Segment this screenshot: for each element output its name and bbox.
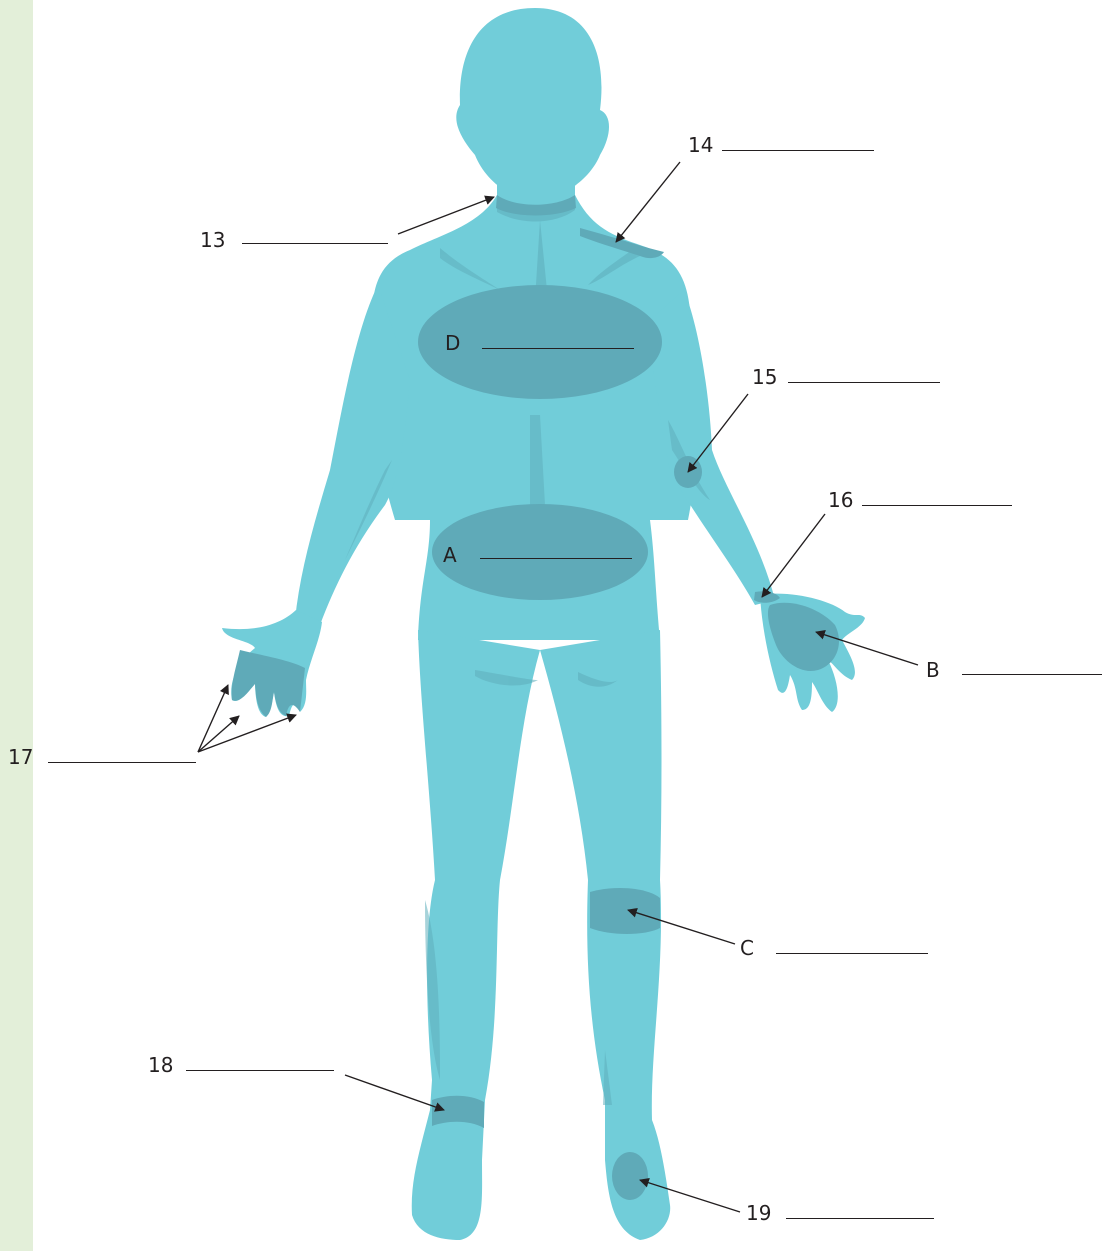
left-arm [295,285,410,625]
label-a-input[interactable] [480,533,632,557]
label-d-blank [482,348,634,349]
label-16-input[interactable] [862,480,1012,504]
region-heel [612,1152,648,1200]
head [456,8,609,200]
label-14-blank [722,150,874,151]
label-14-number: 14 [688,135,713,155]
label-13-number: 13 [200,230,225,250]
label-16-blank [862,505,1012,506]
label-19-number: 19 [746,1203,771,1223]
label-c-letter: C [740,938,754,958]
label-13-blank [242,243,388,244]
label-b-input[interactable] [962,649,1102,673]
label-17-blank [48,762,196,763]
label-13-input[interactable] [242,218,388,242]
right-arm [650,290,775,605]
label-d-letter: D [445,333,460,353]
label-d-input[interactable] [482,323,634,347]
label-19-blank [786,1218,934,1219]
label-a-blank [480,558,632,559]
label-c-input[interactable] [776,928,928,952]
label-15-blank [788,382,940,383]
label-17-input[interactable] [48,737,196,761]
arrow-16 [762,514,825,597]
label-16-number: 16 [828,490,853,510]
label-15-number: 15 [752,367,777,387]
arrow-17b [198,716,239,752]
label-17-number: 17 [8,747,33,767]
arrow-14 [616,162,680,242]
label-18-blank [186,1070,334,1071]
label-19-input[interactable] [786,1193,934,1217]
arrow-18 [345,1075,444,1110]
label-c-blank [776,953,928,954]
label-18-input[interactable] [186,1045,334,1069]
right-leg [540,630,670,1240]
label-a-letter: A [443,545,457,565]
label-b-blank [962,674,1102,675]
label-14-input[interactable] [722,125,874,149]
label-15-input[interactable] [788,357,940,381]
label-18-number: 18 [148,1055,173,1075]
label-b-letter: B [926,660,940,680]
region-c-knee [590,888,660,934]
